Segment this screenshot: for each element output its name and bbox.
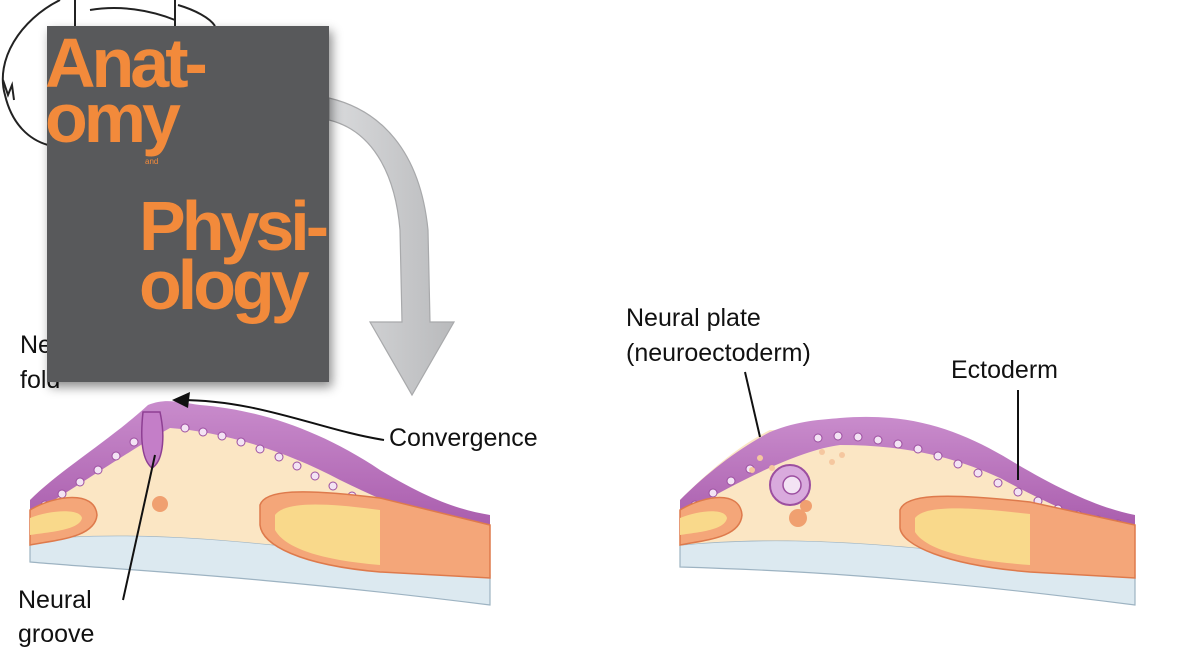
cover-title-line3: Physi- — [139, 187, 329, 265]
neural-groove-label-line2: groove — [18, 620, 95, 648]
process-arrow — [328, 97, 456, 397]
neural-plate-label: Neural plate — [626, 304, 761, 332]
ectoderm-label: Ectoderm — [951, 356, 1058, 384]
cover-and: and — [145, 157, 159, 166]
left-cross-section — [29, 401, 491, 606]
neural-fold-label-line1: Ne — [20, 331, 52, 359]
embryo-outline-topleft — [1, 0, 216, 146]
embryo-diagram — [1, 0, 1136, 606]
neural-groove-label-line1: Neural — [18, 586, 92, 614]
convergence-label: Convergence — [389, 424, 538, 452]
convergence-pointer — [179, 399, 385, 441]
cover-title-line2: omy — [47, 79, 181, 157]
notochord-cell — [152, 496, 168, 512]
cover-title-line4: ology — [139, 246, 310, 324]
right-endoderm — [679, 539, 1136, 606]
cover-title-line1: Anat- — [47, 26, 208, 102]
neuroectoderm-label: (neuroectoderm) — [626, 339, 811, 367]
notochord — [789, 509, 807, 527]
book-cover: Anat- omy and Physi- ology — [47, 26, 329, 382]
right-ectoderm — [680, 416, 1135, 535]
left-endoderm — [29, 534, 491, 606]
convergence-arrowhead — [172, 392, 190, 408]
neural-plate-pointer — [744, 371, 761, 438]
right-cross-section — [679, 416, 1136, 606]
neural-groove-pointer — [122, 454, 156, 601]
